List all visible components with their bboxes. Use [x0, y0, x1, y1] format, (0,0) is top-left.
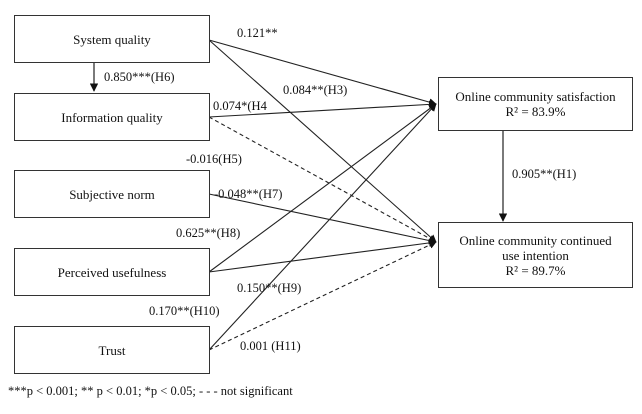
information-quality-label: Information quality	[61, 109, 163, 125]
coef-pu-to-sat: 0.625**(H8)	[176, 226, 241, 240]
perceived-usefulness-label: Perceived usefulness	[57, 264, 167, 280]
coef-trust-to-sat: 0.170**(H10)	[149, 304, 220, 318]
box-system-quality: System quality	[14, 15, 210, 63]
coef-sn-to-cui: -0.048**(H7)	[214, 187, 283, 201]
arrow-pu-to-sat	[208, 103, 437, 273]
satisfaction-label: Online community satisfaction	[455, 89, 616, 104]
box-online-community-continued-use: Online community continued use intention…	[438, 222, 633, 288]
box-perceived-usefulness: Perceived usefulness	[14, 248, 210, 296]
subjective-norm-label: Subjective norm	[69, 186, 155, 202]
arrow-sn-to-cui	[208, 193, 437, 245]
significance-note: ***p < 0.001; ** p < 0.01; *p < 0.05; - …	[8, 384, 293, 398]
arrow-pu-to-cui	[208, 239, 437, 273]
continued-use-r2: R² = 89.7%	[505, 262, 566, 278]
continued-use-label-line2: use intention	[502, 247, 569, 263]
satisfaction-r2: R² = 83.9%	[505, 104, 566, 119]
box-online-community-satisfaction: Online community satisfaction R² = 83.9%	[438, 77, 633, 131]
arrow-trust-to-sat	[208, 103, 437, 351]
arrow-iq-to-sat	[208, 100, 437, 118]
arrow-iq-to-cui	[208, 116, 437, 243]
coef-iq-to-cui: -0.016(H5)	[186, 152, 242, 166]
coef-sat-to-cui: 0.905**(H1)	[512, 167, 577, 181]
continued-use-label-line1: Online community continued	[459, 232, 612, 248]
box-subjective-norm: Subjective norm	[14, 170, 210, 218]
arrow-sq-to-cui	[208, 39, 437, 243]
coef-sq-to-iq: 0.850***(H6)	[104, 70, 175, 84]
system-quality-label: System quality	[73, 31, 151, 47]
arrow-trust-to-cui	[208, 241, 437, 351]
coef-trust-to-cui: 0.001 (H11)	[240, 339, 301, 353]
coef-iq-to-sat: 0.074*(H4	[213, 99, 267, 113]
box-trust: Trust	[14, 326, 210, 374]
coef-sq-to-cui: 0.084**(H3)	[283, 83, 348, 97]
arrow-sq-to-sat	[208, 39, 437, 106]
coef-sq-to-sat: 0.121**	[237, 26, 278, 40]
trust-label: Trust	[98, 342, 126, 358]
coef-pu-to-cui: 0.150**(H9)	[237, 281, 302, 295]
box-information-quality: Information quality	[14, 93, 210, 141]
